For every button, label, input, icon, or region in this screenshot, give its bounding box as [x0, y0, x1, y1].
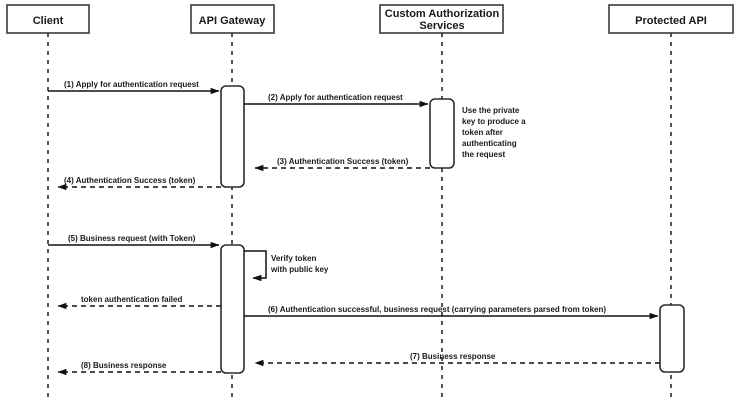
note-private-key-line-1: Use the private [462, 106, 520, 115]
note-private-key: Use the private key to produce a token a… [462, 106, 526, 159]
message-self-verify-token: Verify token with public key [244, 250, 329, 282]
message-label-6: (6) Authentication successful, business … [268, 305, 606, 314]
participant-custom-authorization-services[interactable]: Custom Authorization Services [379, 4, 504, 34]
message-2: (2) Apply for authentication request [244, 93, 429, 108]
note-verify-token-line-1: Verify token [271, 254, 316, 263]
message-4: (4) Authentication Success (token) [57, 176, 221, 191]
participant-client[interactable]: Client [6, 4, 90, 34]
participant-label-custom-authorization-services-line1: Custom Authorization [385, 8, 500, 20]
participant-protected-api[interactable]: Protected API [608, 4, 734, 34]
message-3: (3) Authentication Success (token) [254, 157, 430, 172]
participant-box-protected-api[interactable] [608, 4, 734, 34]
participant-label-protected-api: Protected API [635, 15, 707, 27]
message-label-2: (2) Apply for authentication request [268, 93, 403, 102]
message-arrow-self-verify [244, 250, 267, 282]
message-label-7: (7) Business response [410, 352, 496, 361]
activation-api-gateway-auth [220, 85, 245, 188]
note-private-key-line-3: token after [462, 128, 503, 137]
participant-label-custom-authorization-services-line2: Services [419, 20, 464, 32]
message-label-token-authentication-failed: token authentication failed [81, 295, 182, 304]
activation-auth-service [429, 98, 455, 169]
message-label-5: (5) Business request (with Token) [68, 234, 196, 243]
message-7: (7) Business response [254, 352, 660, 367]
participant-box-client[interactable] [6, 4, 90, 34]
message-1: (1) Apply for authentication request [48, 80, 220, 95]
note-private-key-line-5: the request [462, 150, 505, 159]
participant-label-client: Client [33, 15, 64, 27]
participant-box-custom-authorization-services[interactable] [379, 4, 504, 34]
lifeline-group [47, 33, 672, 398]
message-8: (8) Business response [57, 361, 221, 376]
activation-api-gateway-business [220, 244, 245, 374]
participant-label-api-gateway: API Gateway [199, 15, 267, 27]
activation-protected-api [659, 304, 685, 373]
message-label-3: (3) Authentication Success (token) [277, 157, 409, 166]
message-label-8: (8) Business response [81, 361, 167, 370]
message-label-4: (4) Authentication Success (token) [64, 176, 196, 185]
message-token-authentication-failed: token authentication failed [57, 295, 221, 310]
message-5: (5) Business request (with Token) [48, 234, 220, 249]
message-6: (6) Authentication successful, business … [244, 305, 659, 320]
note-verify-token-line-2: with public key [270, 265, 329, 274]
note-private-key-line-4: authenticating [462, 139, 517, 148]
participant-box-api-gateway[interactable] [190, 4, 275, 34]
participant-api-gateway[interactable]: API Gateway [190, 4, 275, 34]
note-private-key-line-2: key to produce a [462, 117, 526, 126]
message-label-1: (1) Apply for authentication request [64, 80, 199, 89]
